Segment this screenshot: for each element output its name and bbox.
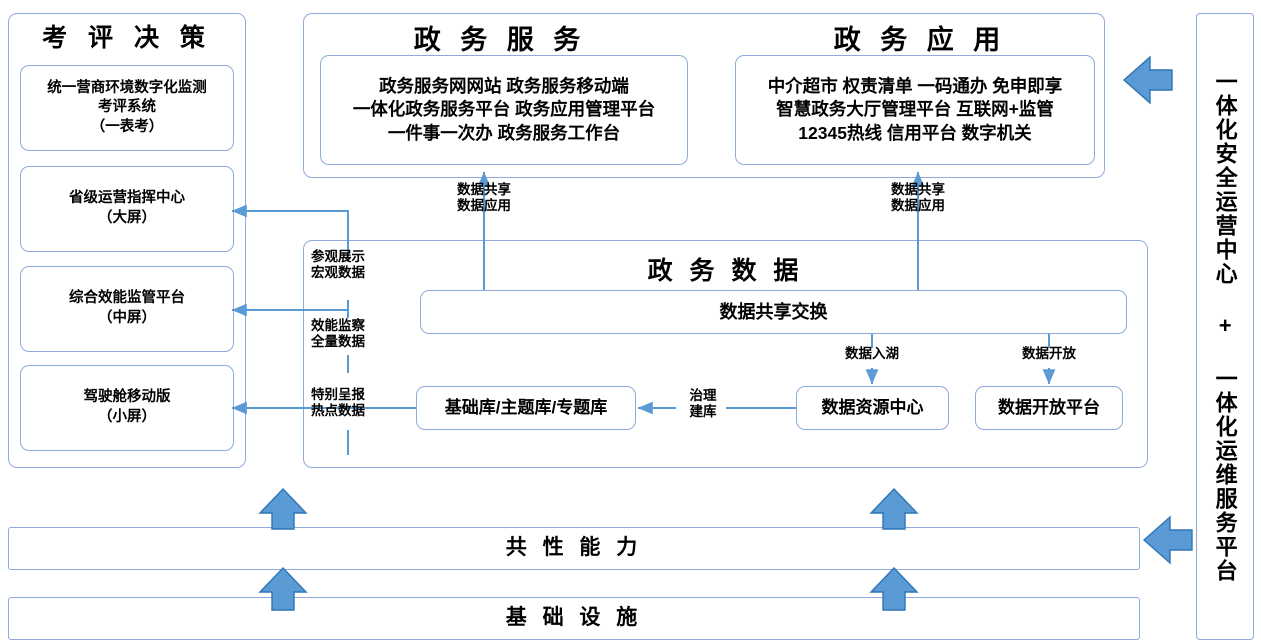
- left-item-0[interactable]: 统一营商环境数字化监测 考评系统 （一表考）: [20, 65, 234, 151]
- infrastructure-bar[interactable]: 基 础 设 施: [8, 597, 1140, 640]
- left-item-1-label: 省级运营指挥中心 （大屏）: [69, 190, 185, 226]
- government-applications-line-2: 12345热线 信用平台 数字机关: [798, 122, 1032, 143]
- government-services-line-1: 一体化政务服务平台 政务应用管理平台: [352, 99, 656, 120]
- left-item-2-label: 综合效能监管平台 （中屏）: [69, 290, 185, 326]
- right-security-ops-panel[interactable]: 一体化安全运营中心 + 一体化运维服务平台: [1196, 13, 1254, 640]
- common-capability-label: 共 性 能 力: [505, 536, 643, 560]
- edge-label-govern-build: 治理 建库: [689, 388, 717, 420]
- government-applications-line-0: 中介超市 权责清单 一码通办 免申即享: [767, 75, 1063, 96]
- block-arrow-up-capability-left: [258, 487, 308, 530]
- government-applications-line-1: 智慧政务大厅管理平台 互联网+监管: [776, 99, 1054, 120]
- group-title-government-applications: 政 务 应 用: [833, 25, 1007, 55]
- left-item-3-label: 驾驶舱移动版 （小屏）: [83, 389, 171, 425]
- data-open-platform-box[interactable]: 数据开放平台: [975, 386, 1123, 430]
- edge-label-visit-macro: 参观展示 宏观数据: [311, 249, 365, 281]
- edge-label-special-hot: 特别呈报 热点数据: [311, 387, 365, 419]
- right-security-ops-label: 一体化安全运营中心 + 一体化运维服务平台: [1212, 70, 1238, 583]
- data-base-libraries-label: 基础库/主题库/专题库: [444, 397, 608, 417]
- government-applications-box[interactable]: 中介超市 权责清单 一码通办 免申即享 智慧政务大厅管理平台 互联网+监管 12…: [735, 55, 1095, 165]
- data-exchange-box[interactable]: 数据共享交换: [420, 290, 1127, 334]
- left-item-0-label: 统一营商环境数字化监测 考评系统 （一表考）: [47, 79, 207, 135]
- block-arrow-up-capability-right: [869, 487, 919, 530]
- left-item-1[interactable]: 省级运营指挥中心 （大屏）: [20, 166, 234, 252]
- edge-label-data-open: 数据开放: [1022, 346, 1076, 361]
- left-item-3[interactable]: 驾驶舱移动版 （小屏）: [20, 365, 234, 451]
- edge-label-share-left: 数据共享 数据应用: [457, 182, 511, 214]
- block-arrow-left-top: [1122, 55, 1173, 105]
- block-arrow-left-bottom: [1142, 515, 1193, 565]
- infrastructure-label: 基 础 设 施: [505, 606, 643, 630]
- government-data-panel: [303, 240, 1148, 468]
- group-title-government-services: 政 务 服 务: [413, 25, 587, 55]
- data-resource-center-label: 数据资源中心: [821, 397, 924, 417]
- left-column-title: 考 评 决 策: [42, 24, 212, 52]
- data-resource-center-box[interactable]: 数据资源中心: [796, 386, 949, 430]
- edge-label-efficiency-full: 效能监察 全量数据: [311, 318, 365, 350]
- edge-label-share-right: 数据共享 数据应用: [891, 182, 945, 214]
- data-open-platform-label: 数据开放平台: [998, 397, 1100, 417]
- government-data-title: 政 务 数 据: [647, 257, 804, 285]
- common-capability-bar[interactable]: 共 性 能 力: [8, 527, 1140, 570]
- government-services-line-0: 政务服务网网站 政务服务移动端: [379, 75, 629, 96]
- left-item-2[interactable]: 综合效能监管平台 （中屏）: [20, 266, 234, 352]
- data-exchange-label: 数据共享交换: [719, 301, 828, 322]
- data-base-libraries-box[interactable]: 基础库/主题库/专题库: [416, 386, 636, 430]
- government-services-line-2: 一件事一次办 政务服务工作台: [387, 122, 621, 143]
- edge-label-data-lake: 数据入湖: [845, 346, 899, 361]
- government-services-box[interactable]: 政务服务网网站 政务服务移动端 一体化政务服务平台 政务应用管理平台 一件事一次…: [320, 55, 688, 165]
